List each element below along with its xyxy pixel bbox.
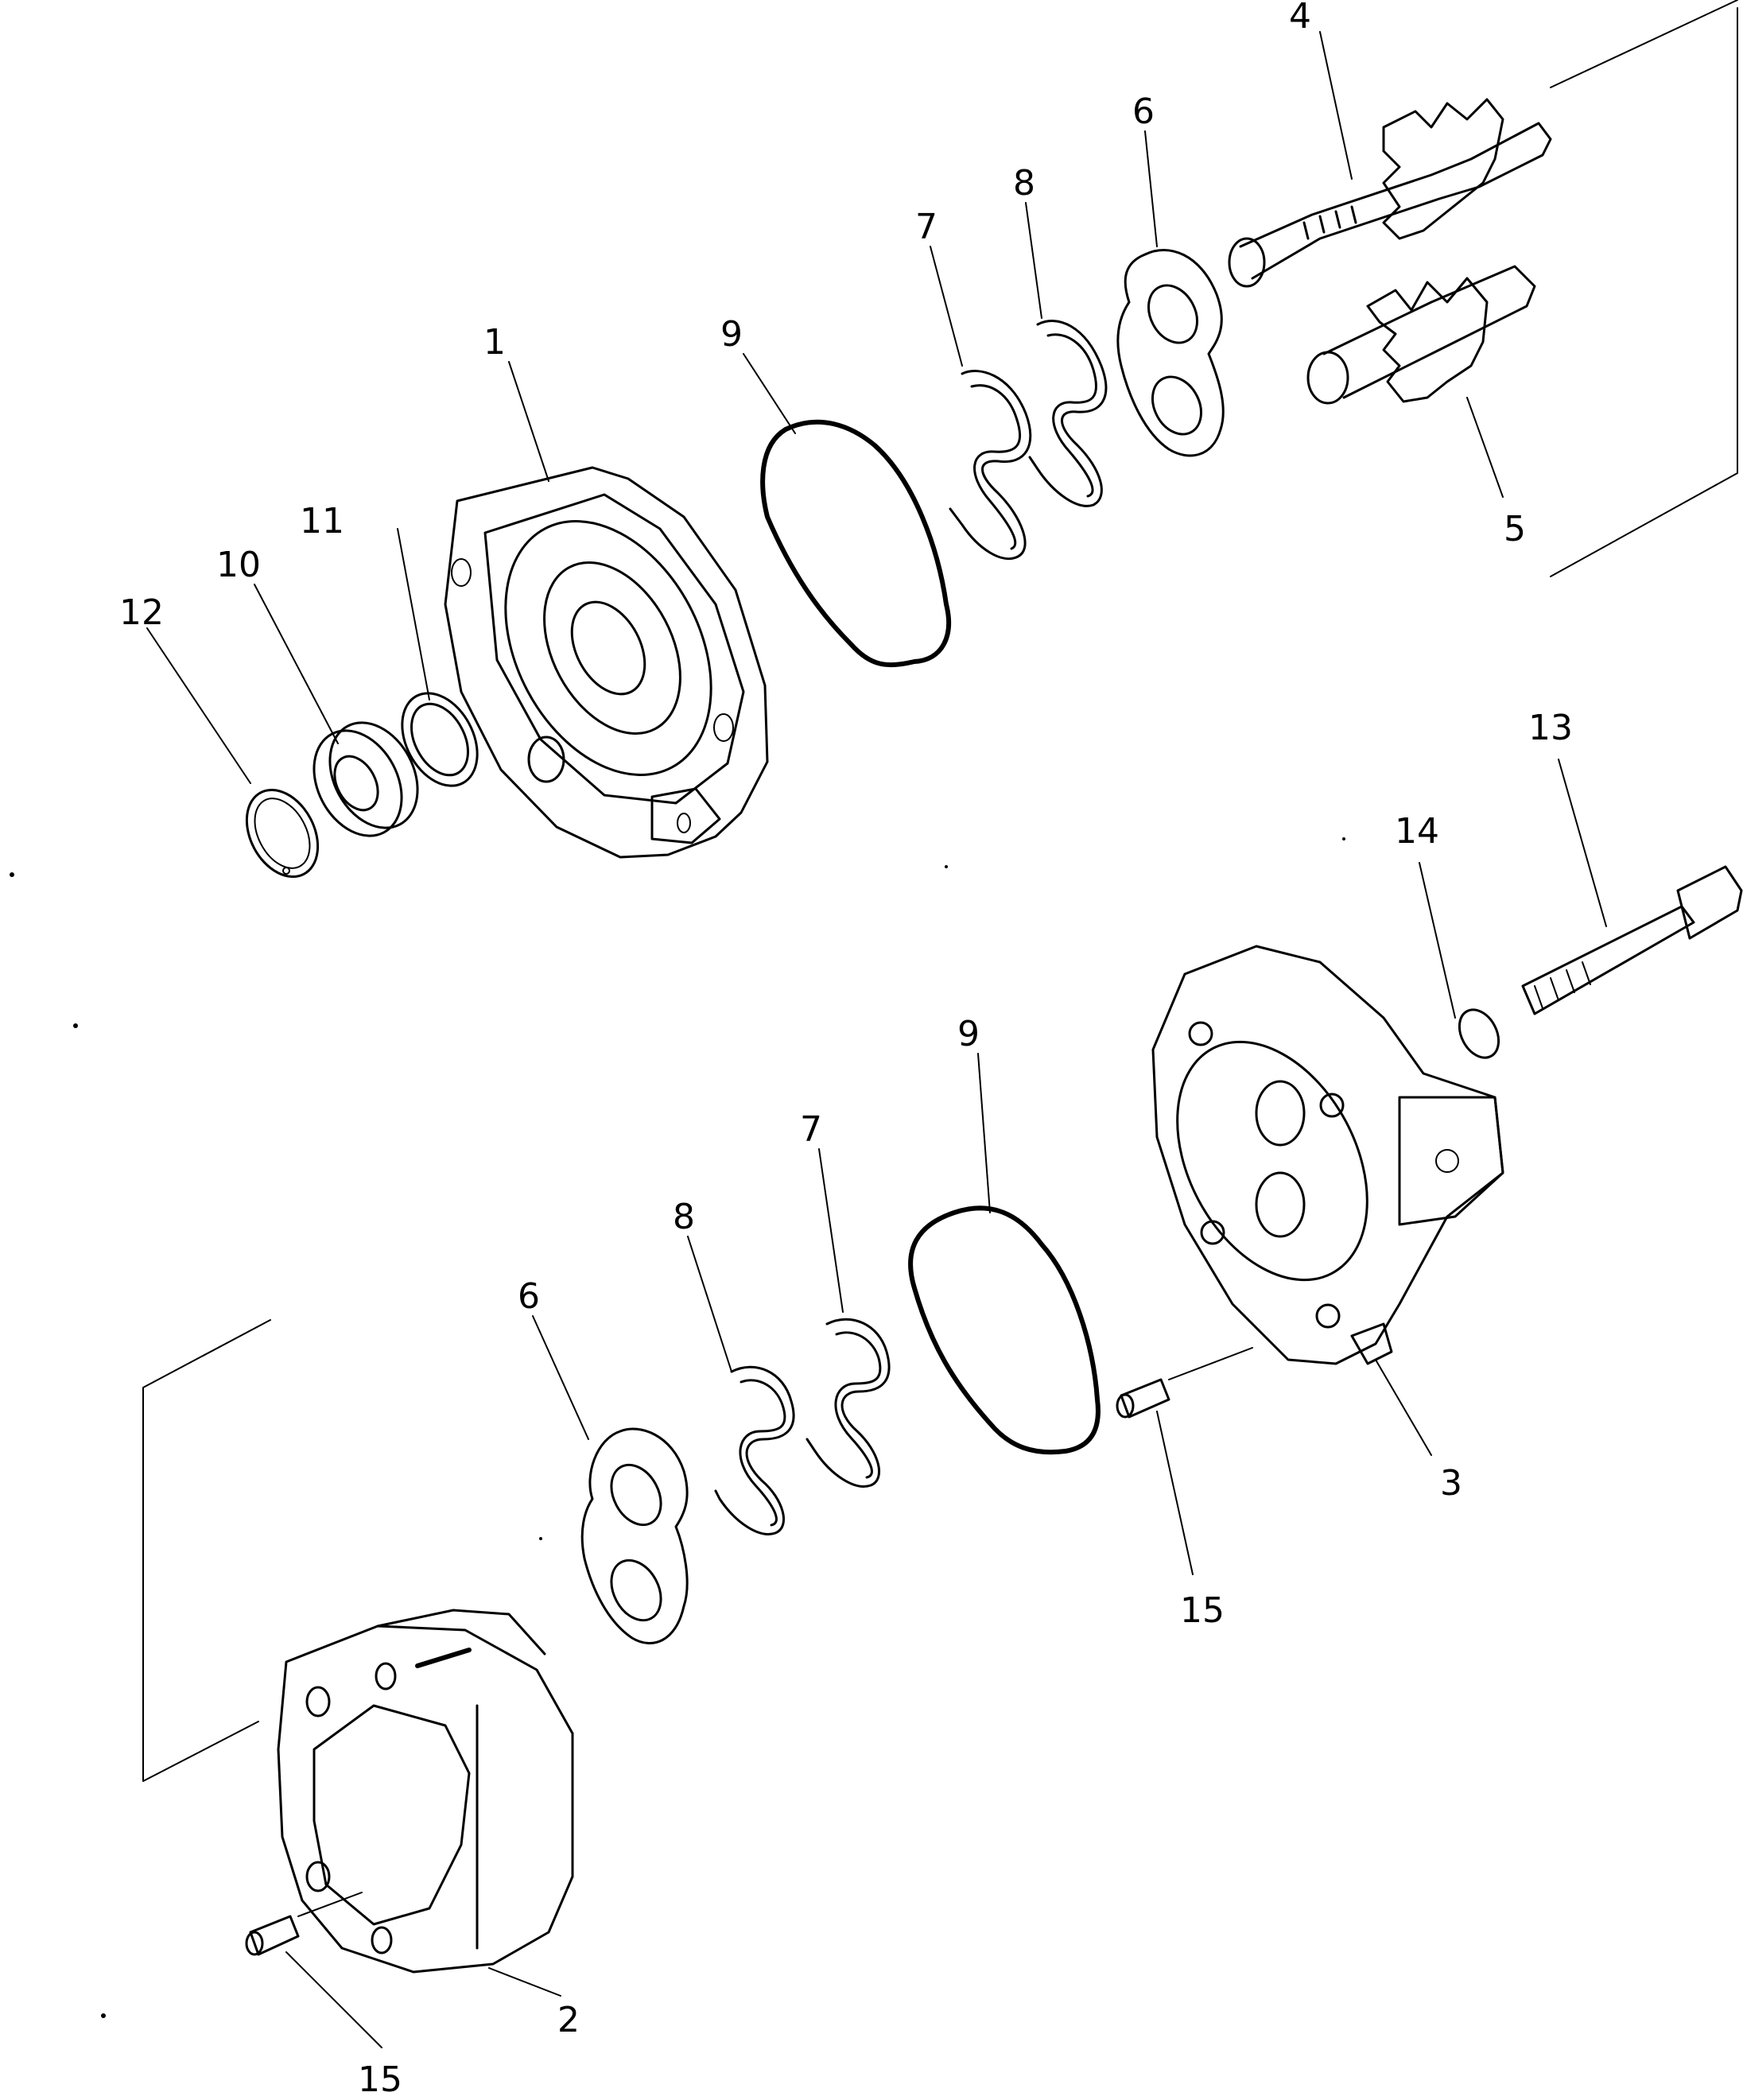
callout-1: 1 (483, 322, 506, 363)
assembly-bracket-upper (1550, 0, 1738, 577)
part-8-backup-ring-upper (1028, 320, 1108, 507)
leader-lines (146, 31, 1607, 2048)
callout-7-upper: 7 (915, 207, 937, 247)
callout-7-lower: 7 (800, 1109, 822, 1150)
part-15-dowel-pin-lower (245, 1892, 363, 1956)
callout-5: 5 (1504, 509, 1526, 549)
part-7-backup-ring-lower (806, 1318, 891, 1488)
part-3-rear-cover (1151, 945, 1504, 1365)
callout-9-lower: 9 (957, 1014, 980, 1054)
part-5-driven-gear (1306, 265, 1536, 405)
callout-6-lower: 6 (518, 1276, 540, 1317)
callout-13: 13 (1528, 708, 1573, 748)
part-4-drive-gear-shaft (1228, 98, 1552, 288)
callout-2: 2 (557, 2000, 580, 2040)
part-11-washer (401, 692, 479, 787)
callout-8-upper: 8 (1013, 163, 1035, 204)
part-9-o-ring-lower (908, 1205, 1101, 1455)
part-10-oil-seal (312, 721, 419, 837)
part-8-backup-ring-lower (714, 1365, 795, 1535)
callout-9-upper: 9 (720, 314, 743, 355)
callout-11: 11 (300, 501, 344, 541)
part-2-gear-housing (277, 1609, 574, 1974)
part-12-snap-ring (245, 788, 320, 879)
part-6-wear-plate-upper (1116, 248, 1225, 457)
part-13-bolt (1521, 865, 1743, 1015)
callout-3: 3 (1440, 1463, 1462, 1504)
callout-10: 10 (216, 545, 261, 585)
callout-14: 14 (1395, 811, 1439, 852)
callout-12: 12 (119, 592, 164, 633)
assembly-bracket-lower (142, 1319, 271, 1782)
callout-labels: 1 2 3 4 5 6 6 7 7 8 8 9 9 10 11 12 13 14… (119, 0, 1573, 2100)
callout-15-upper: 15 (1180, 1590, 1225, 1631)
part-14-washer (1458, 1008, 1500, 1059)
part-1-front-cover (444, 466, 769, 859)
callout-4: 4 (1289, 0, 1311, 37)
callout-6-upper: 6 (1132, 91, 1155, 132)
part-6-wear-plate-lower (580, 1427, 689, 1644)
part-9-o-ring-upper (760, 419, 952, 668)
callout-15-lower: 15 (358, 2059, 402, 2100)
part-15-dowel-pin-upper (1116, 1347, 1253, 1419)
scan-specks (10, 837, 1345, 2018)
part-7-backup-ring-upper (949, 370, 1032, 561)
callout-8-lower: 8 (673, 1197, 695, 1237)
